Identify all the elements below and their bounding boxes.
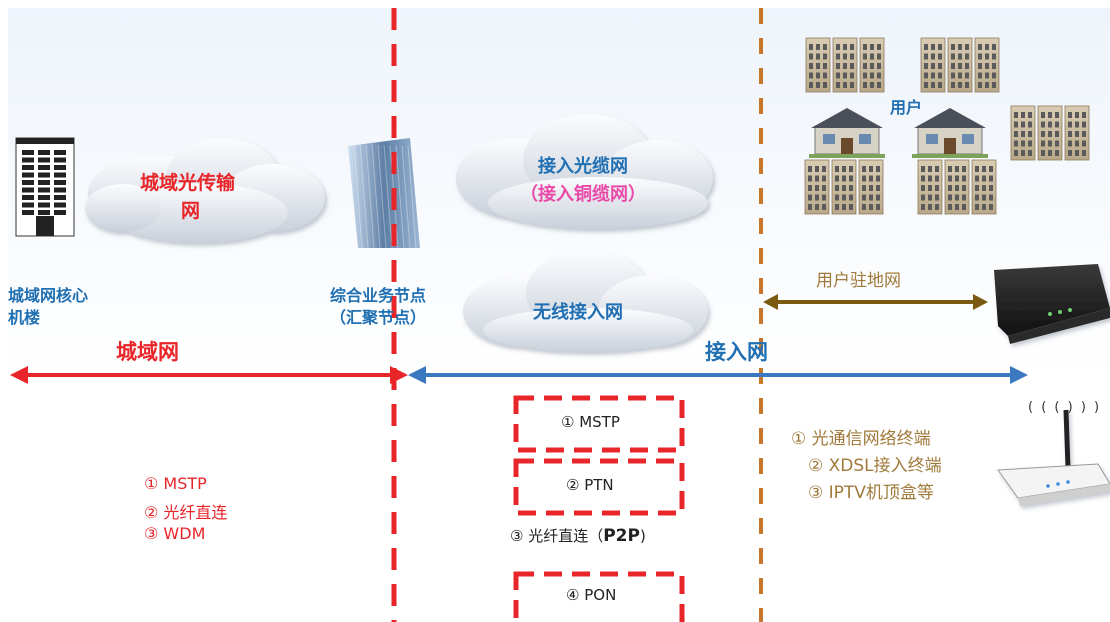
customer-premises-label: 用户驻地网 [816,271,901,291]
user-buildings-icon [804,37,1090,215]
diagram-art [10,8,1110,622]
wifi-router-icon [997,409,1110,506]
service-node-tower-icon [348,138,420,249]
access-tech-pon: ④ PON [566,586,617,604]
access-tech-p2p-prefix: ③ 光纤直连（ [510,527,604,545]
metro-tech-item-1: ① MSTP [144,474,207,493]
wifi-signal-icon: ( ( ( ) ) ) [1028,400,1102,415]
diagram-canvas: 城域光传输 网 城域网核心 机楼 综合业务节点 （汇聚节点） 接入光缆网 （接入… [8,8,1110,622]
access-fiber-cloud-label: 接入光缆网 [538,156,628,177]
access-tech-p2p-suffix: ) [639,527,646,545]
access-tech-mstp: ① MSTP [561,413,620,431]
access-network-arrow [408,366,1028,384]
access-segment-label: 接入网 [705,340,768,364]
metro-transport-cloud [85,138,325,243]
access-copper-cloud-label: （接入铜缆网） [520,184,646,205]
customer-premises-arrow [763,294,988,310]
terminal-item-3: ③ IPTV机顶盒等 [808,483,934,503]
metro-cloud-label-line1: 城域光传输 [140,172,236,194]
terminal-item-2: ② XDSL接入终端 [808,456,942,476]
service-node-label-line2: （汇聚节点） [330,308,427,327]
core-building-label-line2: 机楼 [8,308,41,327]
access-fiber-cloud [456,114,713,229]
ptn-box [513,458,685,516]
metro-network-arrow [10,366,408,384]
ont-modem-icon [994,264,1110,344]
metro-segment-label: 城域网 [116,340,179,364]
metro-cloud-label-line2: 网 [181,200,201,222]
access-tech-p2p: ③ 光纤直连（P2P) [510,525,646,546]
terminal-item-1: ① 光通信网络终端 [791,429,931,449]
wireless-access-cloud [463,251,708,352]
access-tech-p2p-bold: P2P [603,526,640,546]
core-office-building-icon [15,137,75,237]
access-tech-ptn: ② PTN [566,476,614,494]
pon-box [513,571,685,622]
users-label: 用户 [890,98,923,117]
wireless-cloud-label: 无线接入网 [533,302,623,323]
metro-tech-item-2: ② 光纤直连 [144,503,228,522]
metro-tech-item-3: ③ WDM [144,524,206,543]
service-node-label-line1: 综合业务节点 [330,286,427,305]
core-building-label-line1: 城域网核心 [8,286,89,305]
mstp-box [513,395,685,453]
